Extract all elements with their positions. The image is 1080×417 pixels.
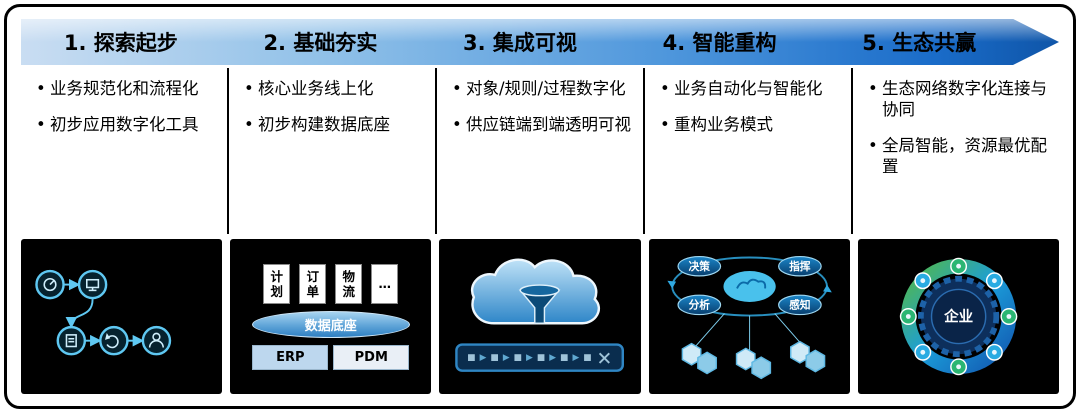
stage-title-4: 4. 智能重构 — [662, 31, 777, 55]
panel-data-platform: 计划 订单 物流 … 数据底座 ERP PDM — [230, 239, 432, 394]
label-decision: 决策 — [688, 260, 710, 273]
module-boxes: 计划 订单 物流 … — [263, 263, 399, 304]
flow-node-monitor-icon — [77, 269, 108, 300]
flow-node-document-icon — [56, 325, 87, 356]
erp-app: ERP — [252, 344, 329, 370]
stage-4-bullet-2: 重构业务模式 — [657, 114, 843, 135]
cloud-pipeline-illustration — [455, 258, 625, 372]
system-apps: ERP PDM — [252, 344, 410, 370]
stage-1-column: 业务规范化和流程化 初步应用数字化工具 — [21, 68, 227, 234]
data-platform-illustration: 计划 订单 物流 … 数据底座 ERP PDM — [230, 239, 431, 394]
stage-1-bullet-2: 初步应用数字化工具 — [33, 114, 219, 135]
process-flow-illustration — [35, 269, 172, 356]
stage-4-column: 业务自动化与智能化 重构业务模式 — [643, 68, 851, 234]
stage-3-column: 对象/规则/过程数字化 供应链端到端透明可视 — [435, 68, 643, 234]
stage-title-1: 1. 探索起步 — [63, 31, 178, 55]
label-command: 指挥 — [789, 260, 811, 273]
ecosystem-ring-illustration: 企业 — [899, 257, 1018, 376]
stage-2-bullet-1: 核心业务线上化 — [241, 78, 427, 99]
stage-2-column: 核心业务线上化 初步构建数据底座 — [227, 68, 435, 234]
stage-3-bullet-1: 对象/规则/过程数字化 — [449, 78, 635, 99]
stage-3-bullet-2: 供应链端到端透明可视 — [449, 114, 635, 135]
data-base-platform: 数据底座 — [251, 310, 410, 338]
panel-ecosystem-ring: 企业 — [857, 239, 1060, 394]
flow-node-gauge-icon — [35, 269, 65, 300]
flow-node-refresh-icon — [99, 325, 129, 356]
module-box-logistics: 物流 — [335, 263, 363, 304]
stage-2-bullet-2: 初步构建数据底座 — [241, 114, 427, 135]
stage-5-column: 生态网络数字化连接与协同 全局智能，资源最优配置 — [851, 68, 1059, 234]
stage-1-bullet-1: 业务规范化和流程化 — [33, 78, 219, 99]
pdm-app: PDM — [333, 344, 410, 370]
funnel-icon — [519, 284, 561, 324]
stage-title-5: 5. 生态共赢 — [862, 31, 977, 55]
illustration-panels: 计划 订单 物流 … 数据底座 ERP PDM — [21, 239, 1060, 394]
panel-intelligence-loop: 决策 指挥 分析 感知 — [648, 239, 850, 394]
label-analysis: 分析 — [688, 299, 710, 312]
brain-cloud-icon — [723, 271, 776, 302]
stage-5-bullet-2: 全局智能，资源最优配置 — [865, 135, 1051, 177]
panel-cloud-pipeline — [439, 239, 641, 394]
arrow-gradient-shape — [21, 19, 1059, 65]
stage-title-3: 3. 集成可视 — [463, 31, 577, 55]
maturity-diagram-frame: 1. 探索起步 2. 基础夯实 3. 集成可视 4. 智能重构 5. 生态共赢 … — [4, 4, 1076, 409]
module-box-more: … — [371, 263, 399, 304]
stage-title-2: 2. 基础夯实 — [263, 31, 378, 55]
label-perception: 感知 — [789, 299, 810, 312]
hexagon-nodes — [681, 340, 825, 380]
stage-title-row: 1. 探索起步 2. 基础夯实 3. 集成可视 4. 智能重构 5. 生态共赢 — [21, 19, 1019, 65]
enterprise-label: 企业 — [943, 307, 973, 325]
module-box-plan: 计划 — [263, 263, 291, 304]
module-box-order: 订单 — [299, 263, 327, 304]
stage-5-bullet-1: 生态网络数字化连接与协同 — [865, 78, 1051, 120]
panel-process-flow — [21, 239, 223, 394]
stage-bullet-columns: 业务规范化和流程化 初步应用数字化工具 核心业务线上化 初步构建数据底座 对象/… — [21, 68, 1059, 234]
intelligence-loop-illustration: 决策 指挥 分析 感知 — [666, 255, 832, 380]
stage-arrow: 1. 探索起步 2. 基础夯实 3. 集成可视 4. 智能重构 5. 生态共赢 — [21, 19, 1059, 65]
stage-4-bullet-1: 业务自动化与智能化 — [657, 78, 843, 99]
